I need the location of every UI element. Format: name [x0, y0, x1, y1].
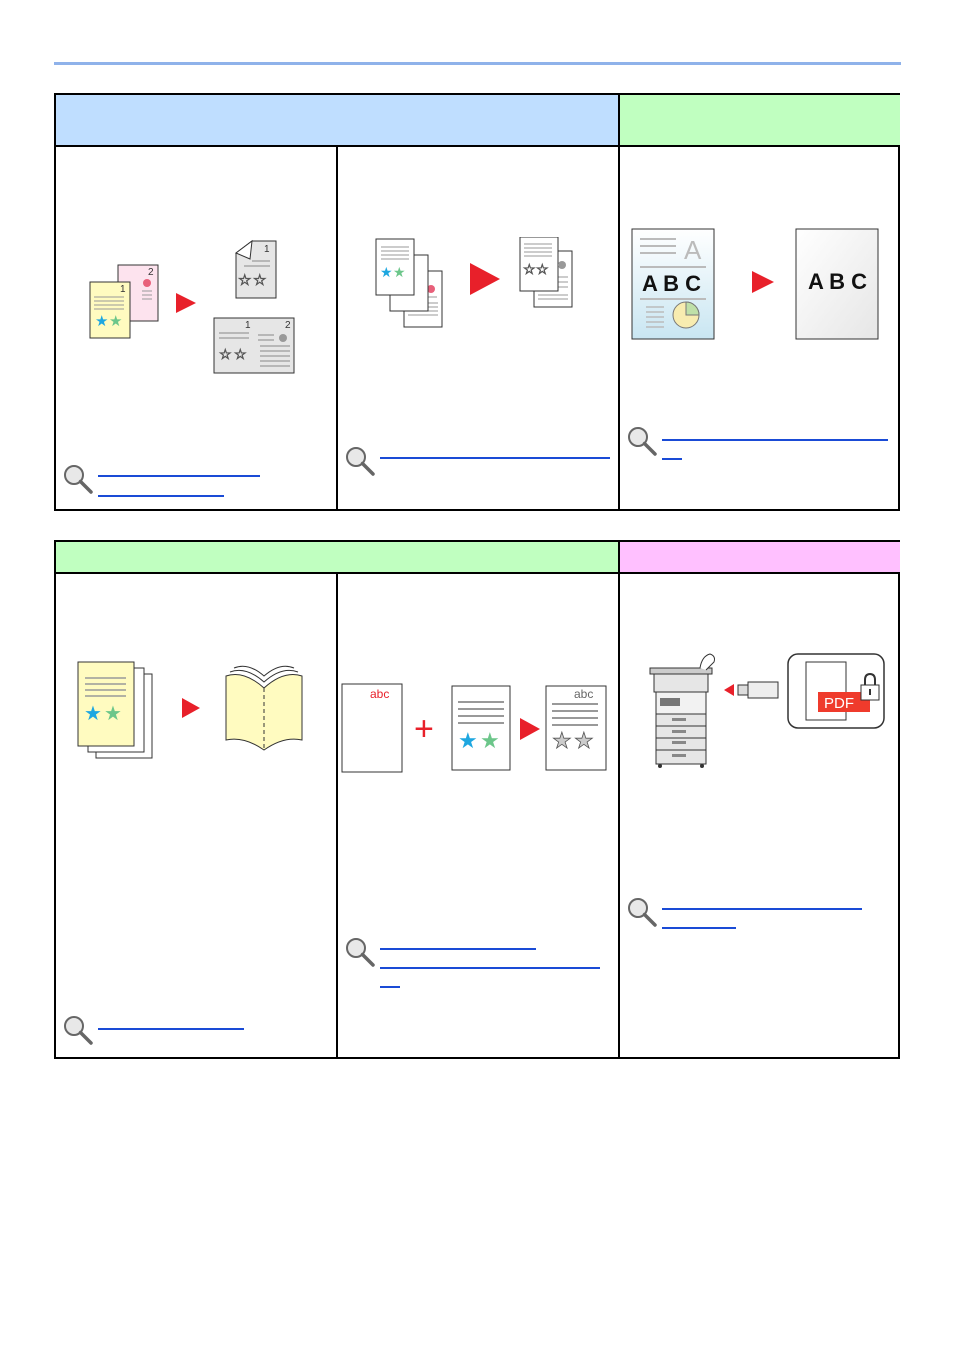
- link-underline[interactable]: [98, 495, 224, 497]
- form-text-overlay: abc: [574, 687, 593, 701]
- feature-table-bottom: ★ ★ abc +: [54, 540, 900, 1059]
- booklet-illustration: ★ ★: [76, 660, 316, 770]
- top-rule: [54, 62, 901, 65]
- magnifier-icon: [344, 936, 376, 968]
- reference-link-collate[interactable]: [344, 445, 614, 481]
- page-number: 1: [120, 284, 126, 295]
- link-underline[interactable]: [380, 967, 600, 969]
- svg-text:A: A: [684, 235, 702, 265]
- page-number: 1: [264, 244, 270, 255]
- reference-link-encrypted-pdf[interactable]: [626, 896, 896, 936]
- original-page: ★ ★: [452, 686, 510, 770]
- svg-text:★: ★: [109, 313, 122, 330]
- svg-text:☆: ☆: [219, 346, 232, 362]
- svg-text:☆: ☆: [234, 346, 247, 362]
- link-underline[interactable]: [662, 439, 888, 441]
- collate-illustration: ★ ★ ☆ ☆: [372, 237, 612, 337]
- duplex-result-spread: 1 2 ☆ ☆: [214, 318, 294, 373]
- stacked-originals: ★ ★: [78, 662, 152, 758]
- red-triangle-arrow-icon: [724, 684, 734, 696]
- image-quality-illustration: A A B C A B C: [630, 227, 890, 347]
- red-triangle-arrow-icon: [176, 293, 196, 313]
- text-only-output-page: A B C: [796, 229, 878, 339]
- booklet-output: [226, 666, 302, 750]
- feature-cell-encrypted-pdf: PDF: [620, 574, 900, 1057]
- svg-text:★: ★: [458, 728, 478, 753]
- svg-text:★: ★: [393, 264, 406, 280]
- svg-text:☆: ☆: [536, 261, 549, 277]
- page-1-original: 1 ★ ★: [90, 282, 130, 338]
- svg-text:★: ★: [95, 313, 108, 330]
- feature-cell-collate: ★ ★ ☆ ☆: [338, 147, 618, 509]
- encrypted-pdf-panel: PDF: [788, 654, 884, 728]
- magnifier-icon: [626, 425, 658, 457]
- red-triangle-arrow-icon: [182, 698, 200, 718]
- pie-chart-icon: [673, 302, 699, 328]
- svg-text:☆: ☆: [253, 272, 266, 289]
- svg-text:★: ★: [574, 728, 594, 753]
- usb-drive-icon: [738, 682, 778, 698]
- svg-text:★: ★: [84, 703, 102, 725]
- magnifier-icon: [62, 463, 94, 495]
- link-underline[interactable]: [380, 457, 610, 459]
- feature-cell-duplex: 2 1 ★ ★ 1: [56, 147, 336, 509]
- duplex-result-page: 1 ☆ ☆: [236, 241, 276, 298]
- header-pink: [620, 542, 900, 574]
- mixed-original-page: A A B C: [632, 229, 714, 339]
- link-underline[interactable]: [662, 927, 736, 929]
- reference-link-image-quality[interactable]: [626, 425, 896, 465]
- red-triangle-arrow-icon: [520, 718, 540, 740]
- encrypted-pdf-illustration: PDF: [648, 652, 908, 772]
- plus-sign: +: [414, 710, 434, 748]
- feature-cell-form-overlay: abc + ★ ★ abc ★ ★: [338, 574, 618, 1057]
- link-underline[interactable]: [98, 1028, 244, 1030]
- magnifier-icon: [626, 896, 658, 928]
- page-number: 2: [148, 267, 154, 278]
- combined-output-page: abc ★ ★: [546, 686, 606, 770]
- reference-link-duplex[interactable]: [62, 463, 332, 503]
- svg-text:★: ★: [480, 728, 500, 753]
- red-triangle-arrow-icon: [470, 263, 500, 295]
- form-page: abc: [342, 684, 402, 772]
- reference-link-form-overlay[interactable]: [344, 936, 614, 996]
- link-underline[interactable]: [662, 908, 862, 910]
- link-underline[interactable]: [98, 475, 260, 477]
- magnifier-icon: [344, 445, 376, 477]
- abc-original-text: A B C: [642, 271, 701, 296]
- link-underline[interactable]: [380, 948, 536, 950]
- collated-copies: ☆ ☆: [520, 237, 572, 307]
- form-overlay-illustration: abc + ★ ★ abc ★ ★: [340, 682, 614, 782]
- feature-cell-booklet: ★ ★: [56, 574, 336, 1057]
- form-text: abc: [370, 687, 389, 701]
- page-number: 1: [245, 320, 251, 331]
- stacked-originals: ★ ★: [376, 239, 442, 327]
- red-triangle-arrow-icon: [752, 271, 774, 293]
- pdf-label: PDF: [824, 695, 854, 712]
- header-green: [56, 542, 620, 574]
- page-number: 2: [285, 320, 291, 331]
- header-green: [620, 95, 900, 147]
- svg-text:★: ★: [380, 264, 393, 280]
- link-underline[interactable]: [662, 458, 682, 460]
- duplex-illustration: 2 1 ★ ★ 1: [84, 235, 344, 385]
- feature-cell-image-quality: A A B C A B C: [620, 147, 900, 509]
- mfp-printer-icon: [650, 654, 715, 768]
- svg-text:☆: ☆: [238, 272, 251, 289]
- feature-table-top: 2 1 ★ ★ 1: [54, 93, 900, 511]
- reference-link-booklet[interactable]: [62, 1014, 332, 1050]
- magnifier-icon: [62, 1014, 94, 1046]
- svg-text:★: ★: [104, 703, 122, 725]
- svg-text:☆: ☆: [523, 261, 536, 277]
- header-blue: [56, 95, 620, 147]
- svg-text:★: ★: [552, 728, 572, 753]
- link-underline[interactable]: [380, 986, 400, 988]
- abc-output-text: A B C: [808, 269, 867, 294]
